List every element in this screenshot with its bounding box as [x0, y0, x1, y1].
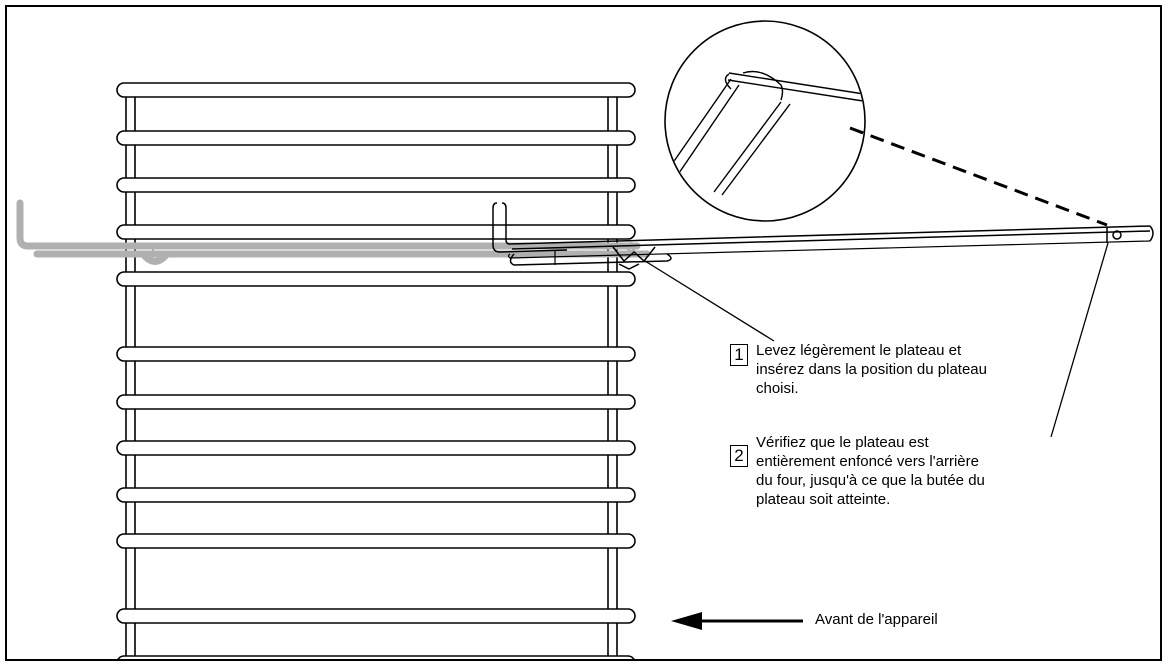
step-1-line-1: Levez légèrement le plateau et [756, 342, 962, 359]
rack-rung [116, 177, 636, 193]
rack-rung [116, 271, 636, 287]
rack-rung [116, 394, 636, 410]
zoom-dashed-leader [849, 126, 1108, 227]
rack-rung [117, 655, 635, 659]
rack-rung [116, 533, 636, 549]
zoom-inset [664, 20, 866, 222]
rack-rung [116, 82, 636, 98]
diagram-frame: 1 Levez légèrement le plateau et insérez… [5, 5, 1162, 661]
front-of-appliance-label: Avant de l'appareil [815, 611, 938, 628]
rack-rung [116, 224, 636, 240]
step-2-line-2: entièrement enfoncé vers l'arrière [756, 453, 979, 470]
rack-rung [116, 487, 636, 503]
leader-line-step-1 [644, 260, 775, 342]
step-2-line-3: du four, jusqu'à ce que la butée du [756, 472, 985, 489]
oven-side-rails [125, 87, 618, 659]
leader-line-step-2 [1050, 242, 1109, 438]
front-arrow [671, 612, 803, 630]
rack-rungs [116, 82, 636, 659]
step-1-text: Levez légèrement le plateau et insérez d… [756, 341, 1076, 398]
rack-rung [116, 130, 636, 146]
step-2-line-1: Vérifiez que le plateau est [756, 434, 929, 451]
ghost-tray-grey [16, 199, 651, 265]
rack-rung [116, 346, 636, 362]
rack-rung [116, 440, 636, 456]
step-2-number: 2 [730, 445, 748, 467]
step-2-line-4: plateau soit atteinte. [756, 491, 891, 508]
step-1-number: 1 [730, 344, 748, 366]
step-1-line-3: choisi. [756, 380, 799, 397]
tray-being-inserted [492, 202, 1154, 270]
rack-rung [116, 608, 636, 624]
step-1-line-2: insérez dans la position du plateau [756, 361, 987, 378]
step-2-text: Vérifiez que le plateau est entièrement … [756, 433, 1076, 509]
oven-rack-diagram [16, 20, 1154, 659]
